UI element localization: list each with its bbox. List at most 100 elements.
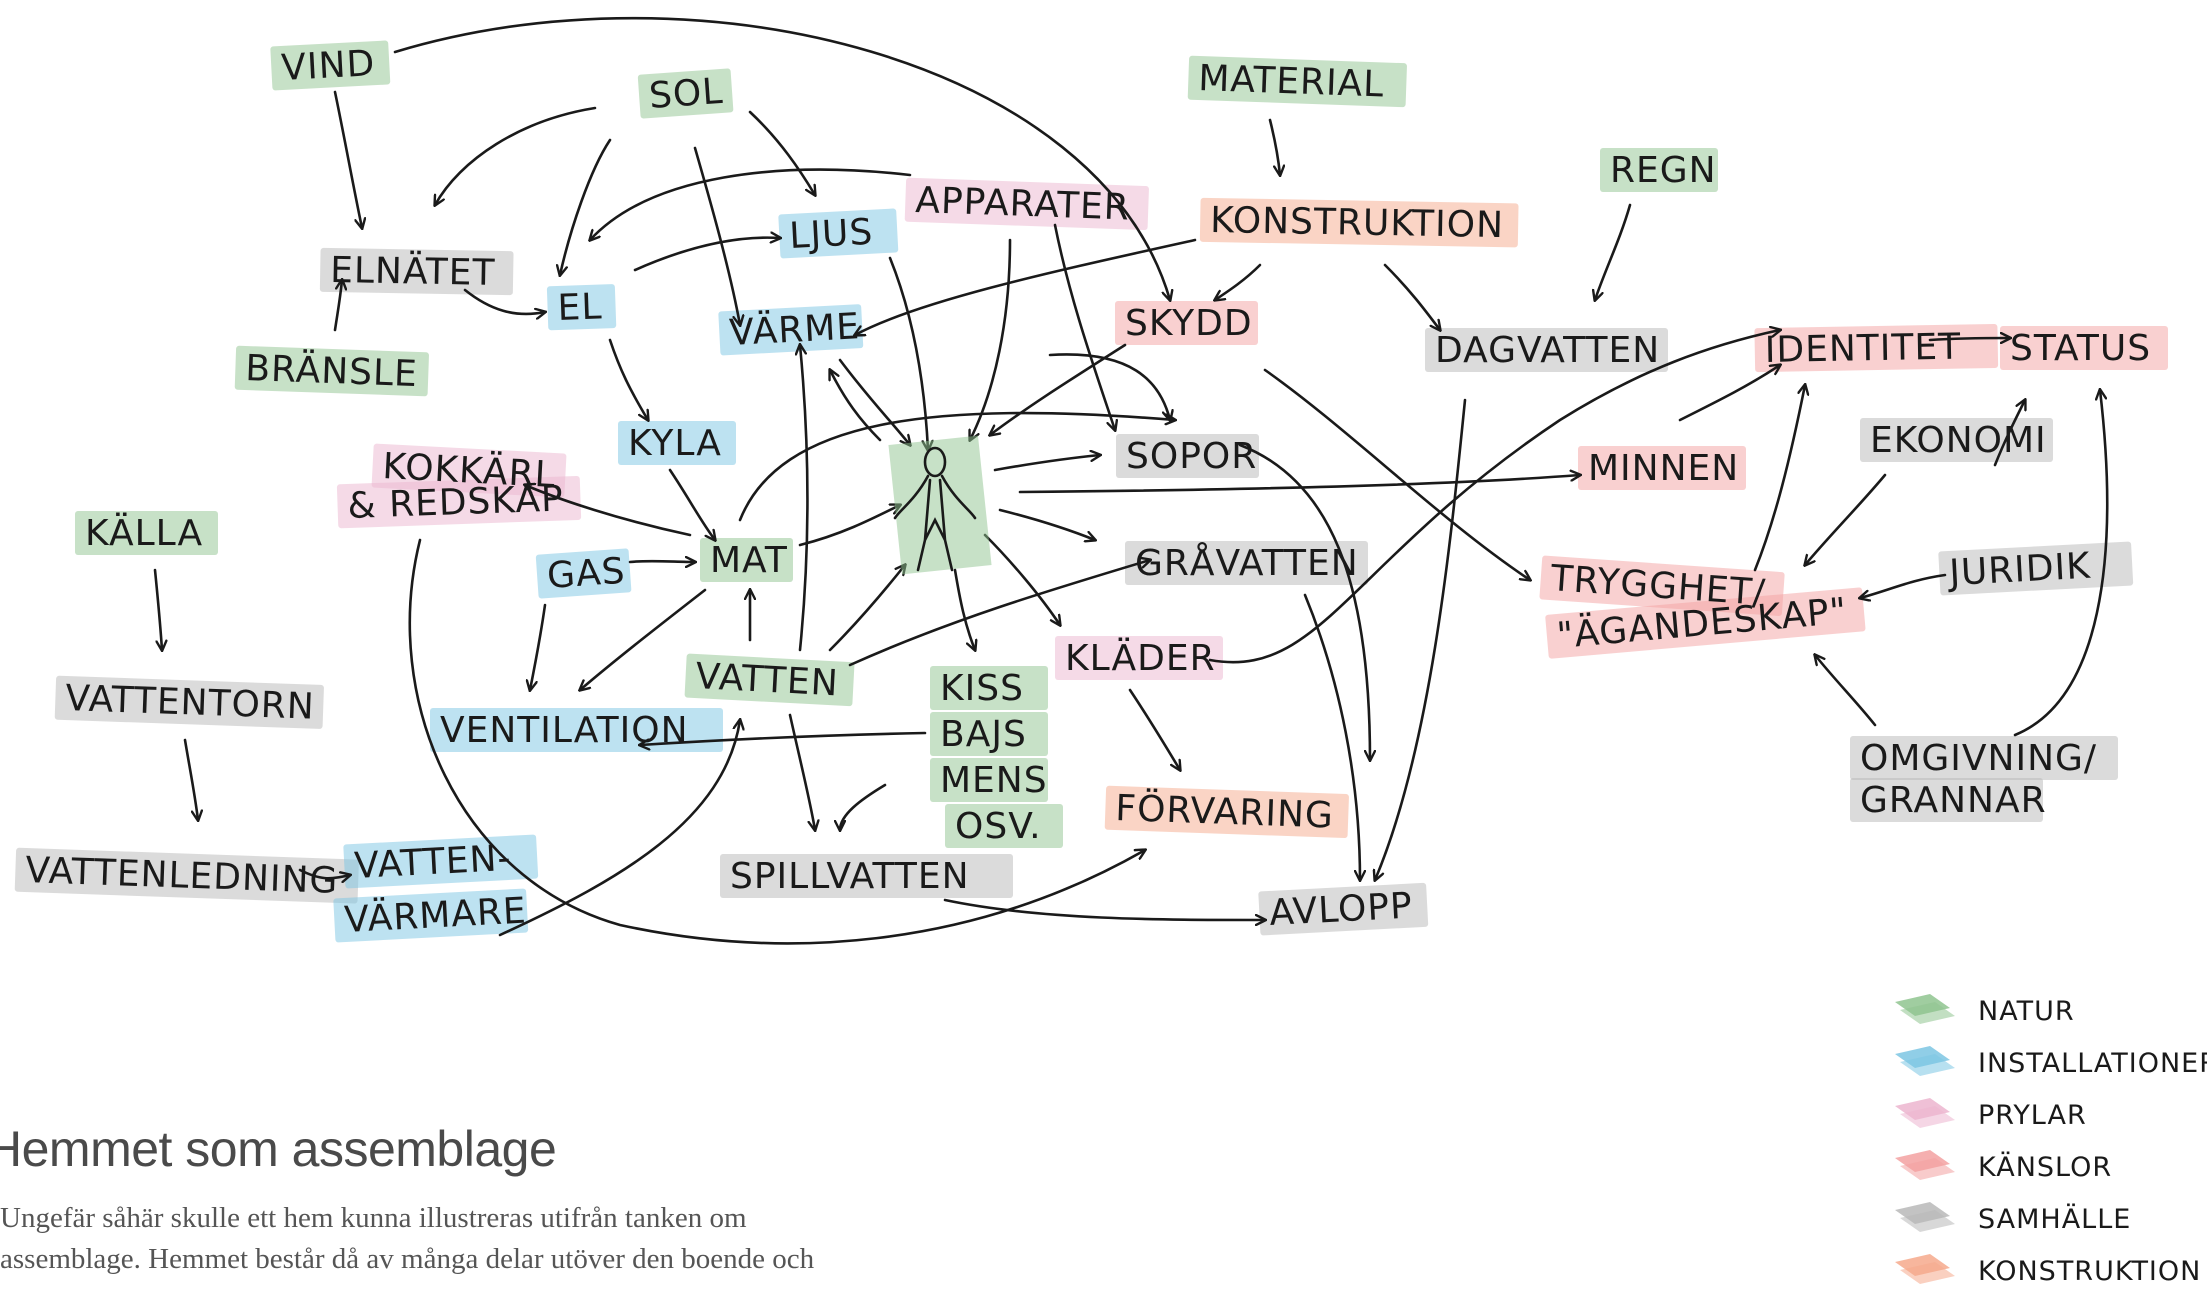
arrow-person-kiss [953, 568, 975, 650]
arrow-vattentorn-vattenledning [183, 738, 198, 820]
arrow-sol-ljus [748, 110, 815, 195]
highlight-sopor [1116, 434, 1259, 478]
node-minnen: MINNEN [1588, 448, 1739, 489]
arrow-sol-el [560, 138, 612, 275]
arrow-person-klader [983, 533, 1060, 625]
node-sol: SOL [648, 71, 725, 117]
highlight-forvaring [1104, 785, 1349, 839]
highlight-vind [270, 40, 391, 91]
arrow-juridik-trygghet [1860, 573, 1947, 598]
arrow-apparater-person [970, 238, 1012, 440]
highlight-regn [1600, 148, 1718, 192]
legend-swatch-shadow-konstruktion [1900, 1262, 1955, 1284]
node-dagvatten: DAGVATTEN [1435, 330, 1660, 371]
highlight-juridik [1938, 541, 2134, 596]
arrow-person-sopor [993, 455, 1100, 472]
highlight-el [546, 284, 617, 331]
node-varme: VÄRME [728, 305, 861, 354]
node-juridik: JURIDIK [1946, 546, 2092, 594]
person-figure [888, 435, 992, 575]
arrow-vatten-person [828, 565, 905, 652]
arrow-skydd-trygghet [1263, 368, 1530, 580]
node-spillvatten: SPILLVATTEN [730, 856, 970, 897]
node-el: EL [557, 286, 603, 329]
caption-body: Ungefär såhär skulle ett hem kunna illus… [0, 1202, 815, 1275]
arrow-person-minnen [1018, 475, 1580, 494]
node-varmvatten1: VATTEN- [353, 838, 512, 887]
arrow-ekonomi-status [1993, 400, 2025, 467]
legend-swatch-shadow-kanslor [1900, 1158, 1955, 1180]
person-highlight [888, 435, 992, 575]
arrow-gas-mat [628, 561, 695, 562]
arrow-gas-ventilation [530, 603, 547, 690]
arrow-konstruktion-varme [855, 238, 1197, 335]
highlight-spillvatten [720, 854, 1013, 898]
caption: Hemmet som assemblage Ungefär såhär skul… [0, 1120, 900, 1280]
node-omgivning2: GRANNAR [1860, 780, 2047, 821]
caption-title: Hemmet som assemblage [0, 1121, 557, 1177]
highlight-skydd [1115, 301, 1258, 345]
arrow-vatten-spillvatten [788, 713, 815, 830]
arrow-gravatten-avlopp [1303, 593, 1360, 880]
highlight-varme [718, 304, 864, 356]
node-vind: VIND [280, 43, 376, 89]
category-highlights [14, 40, 2168, 943]
node-identitet: IDENTITET [1764, 327, 1961, 371]
arrow-person-varme [830, 370, 882, 442]
node-ventilation: VENTILATION [440, 710, 689, 751]
node-sopor: SOPOR [1126, 436, 1257, 477]
highlight-kiss1 [930, 666, 1048, 710]
highlight-sol [637, 68, 734, 119]
arrow-mat-person [798, 505, 900, 547]
arrow-identitet-status [1928, 338, 2010, 340]
highlight-trygghet2 [1545, 587, 1866, 659]
node-omgivning1: OMGIVNING/ [1860, 738, 2097, 779]
highlight-kyla [618, 421, 736, 465]
highlight-omgivning2 [1850, 778, 2043, 822]
highlight-vattenledning [14, 847, 359, 904]
highlight-omgivning1 [1850, 736, 2118, 780]
highlight-kiss3 [930, 758, 1048, 802]
node-ekonomi: EKONOMI [1870, 420, 2047, 461]
legend-swatch-shadow-installationer [1900, 1054, 1955, 1076]
highlight-konstruktion [1199, 197, 1519, 248]
highlight-dagvatten [1425, 328, 1668, 372]
legend-swatch-shadow-samhalle [1900, 1210, 1955, 1232]
node-ljus: LJUS [788, 212, 874, 257]
node-kiss2: BAJS [940, 714, 1027, 755]
highlight-mat [700, 538, 793, 582]
node-kiss1: KISS [940, 668, 1024, 709]
arrow-kokkarl-loop [408, 538, 1145, 945]
arrow-skydd-person [990, 343, 1127, 435]
legend-label-natur: NATUR [1978, 996, 2075, 1027]
node-gravatten: GRÅVATTEN [1135, 541, 1359, 584]
node-kiss3: MENS [940, 760, 1048, 801]
arrow-vatten-gravatten [848, 560, 1150, 667]
highlight-status [2000, 326, 2168, 370]
arrow-trygghet-identitet [1753, 385, 1805, 572]
node-kalla: KÄLLA [85, 512, 203, 554]
arrow-sopor-loop [1238, 443, 1370, 760]
highlight-gas [535, 548, 632, 599]
legend: NATURINSTALLATIONERPRYLARKÄNSLORSAMHÄLLE… [1895, 994, 2207, 1287]
person-head-icon [923, 446, 947, 478]
arrow-minnen-identitet [1678, 365, 1780, 422]
arrow-kalla-vattentorn [153, 568, 162, 650]
node-bransle: BRÄNSLE [245, 347, 419, 395]
arrow-vattenledning-varmvatten [298, 868, 350, 878]
highlight-vatten [684, 653, 855, 707]
node-varmvatten2: VÄRMARE [343, 889, 527, 940]
arrow-vatten-varme [800, 345, 809, 652]
node-gas: GAS [546, 551, 627, 597]
highlight-varmvatten1 [343, 834, 539, 889]
legend-label-installationer: INSTALLATIONER [1978, 1048, 2207, 1079]
arrow-el-ljus [633, 238, 780, 272]
arrow-mat-sopor [738, 411, 1175, 522]
highlight-kokkarl2 [336, 475, 582, 529]
arrow-vattenvarmare-vatten [498, 720, 740, 937]
arrow-person-gravatten [998, 508, 1095, 540]
arrow-klader-identitet [1208, 330, 1780, 664]
node-konstruktion: KONSTRUKTION [1210, 200, 1504, 246]
arrow-konstruktion-skydd [1215, 263, 1262, 300]
node-elnatet: ELNÄTET [330, 249, 496, 294]
